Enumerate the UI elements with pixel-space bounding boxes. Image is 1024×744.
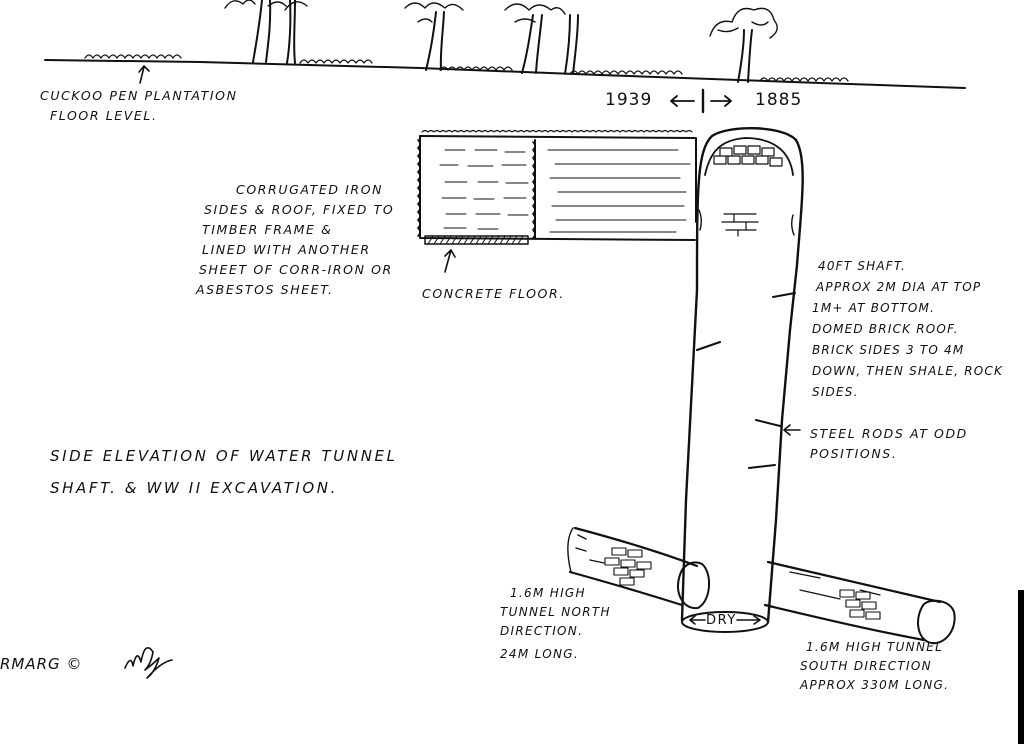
shaft-description: 40FT SHAFT. APPROX 2M DIA AT TOP 1M+ AT … — [812, 259, 1004, 399]
north-tunnel-label: 1.6M HIGH TUNNEL NORTH DIRECTION. 24M LO… — [500, 586, 611, 661]
shed-description: CORRUGATED IRON SIDES & ROOF, FIXED TO T… — [196, 182, 395, 297]
ground-line — [44, 59, 966, 89]
floor-level-arrow — [138, 65, 150, 84]
year-1885: 1885 — [755, 90, 803, 110]
signature-squiggle — [124, 646, 173, 679]
tree-5 — [564, 14, 579, 75]
tree-6 — [709, 7, 778, 83]
south-tunnel-label: 1.6M HIGH TUNNEL SOUTH DIRECTION APPROX … — [800, 640, 950, 692]
ground-vegetation — [84, 54, 849, 82]
scan-edge — [1018, 590, 1024, 744]
tree-3 — [404, 2, 464, 71]
tree-4 — [504, 3, 566, 74]
dry-arrows — [689, 615, 761, 625]
concrete-floor-hatch — [427, 235, 524, 245]
dry-label: DRY — [706, 613, 737, 628]
tree-1 — [224, 0, 287, 63]
concrete-floor-arrow — [444, 249, 456, 273]
steel-rods-label: STEEL RODS AT ODD POSITIONS. — [810, 426, 968, 461]
concrete-floor-label: CONCRETE FLOOR. — [422, 286, 565, 301]
tree-2 — [284, 0, 308, 64]
water-shaft — [680, 127, 804, 633]
steel-rods-arrow — [783, 424, 801, 436]
excavation-shed — [417, 129, 697, 241]
year-1939: 1939 — [605, 90, 653, 110]
floor-level-label: CUCKOO PEN PLANTATION FLOOR LEVEL. — [40, 88, 238, 123]
signature-text: RMARG © — [0, 655, 83, 673]
diagram-title: SIDE ELEVATION OF WATER TUNNEL SHAFT. & … — [50, 447, 398, 497]
steel-rods — [696, 292, 796, 469]
arrow-left-1939 — [670, 95, 695, 107]
arrow-right-1885 — [710, 95, 732, 107]
south-tunnel — [763, 560, 956, 645]
north-tunnel — [567, 526, 710, 610]
